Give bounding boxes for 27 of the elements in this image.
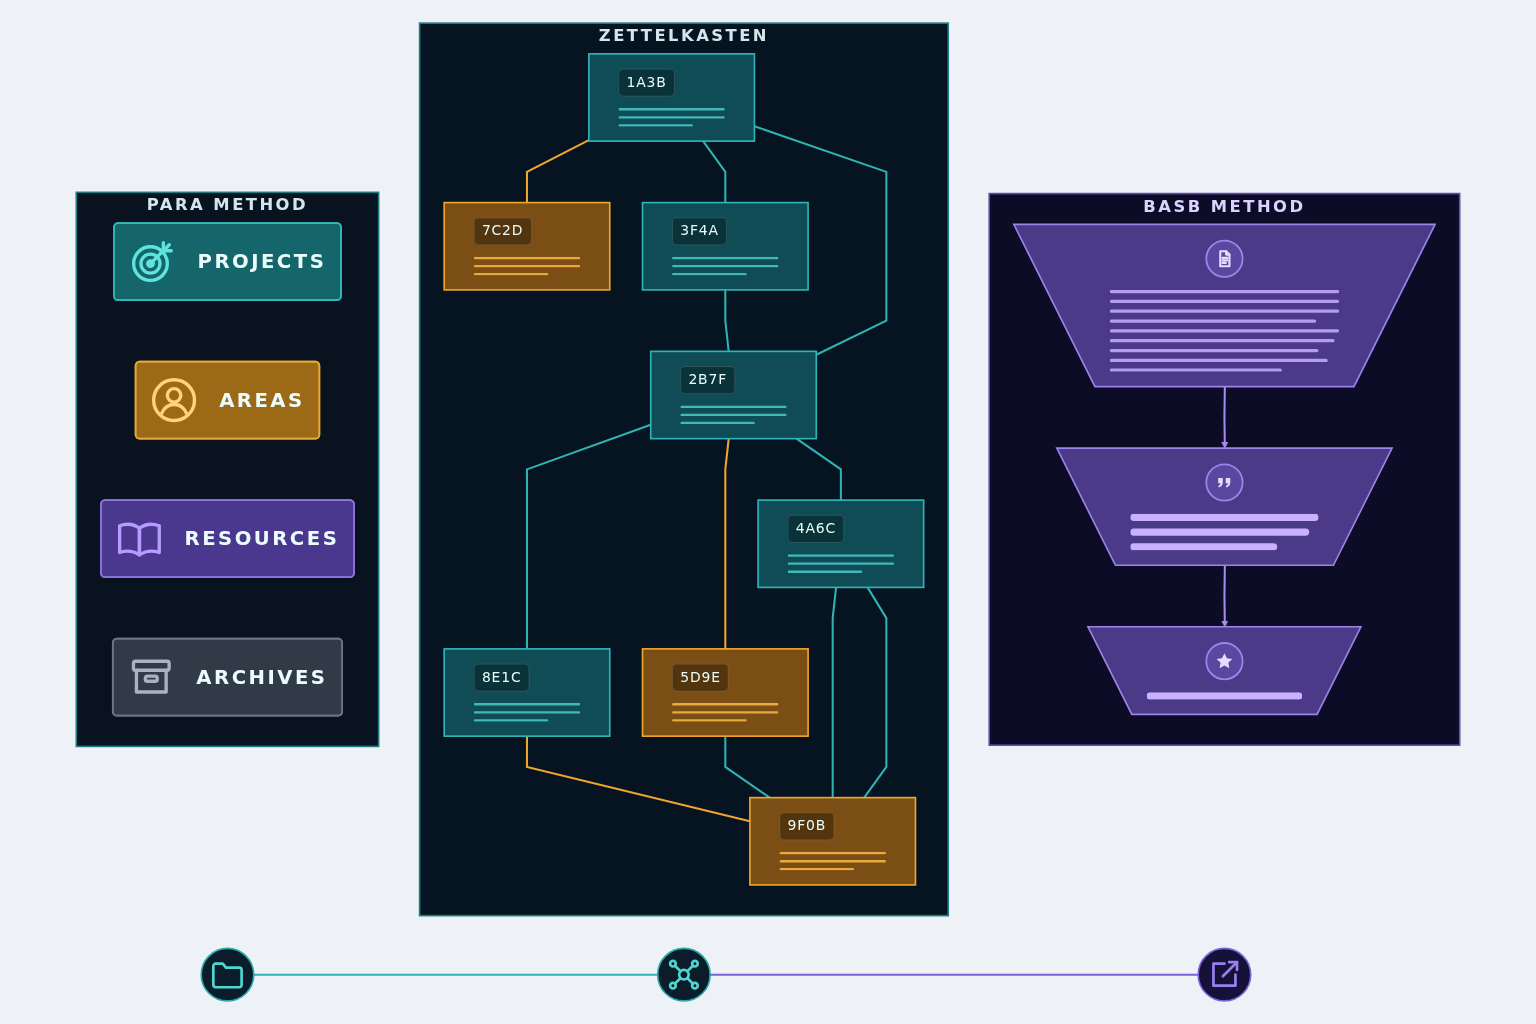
node-box: 1A3B <box>588 53 756 142</box>
node-trapezoid <box>1086 625 1363 716</box>
node-box: 5D9E <box>641 648 809 737</box>
connector <box>754 125 888 356</box>
connector <box>724 289 730 352</box>
connector <box>724 438 730 649</box>
node-circle <box>200 947 255 1002</box>
node-box: 9F0B <box>749 796 917 886</box>
node-box: 7C2D <box>443 201 611 291</box>
node-box: 2B7F <box>649 350 818 440</box>
node-box: 8E1C <box>443 648 611 737</box>
node-box: 4A6C <box>757 499 925 589</box>
node-trapezoid <box>1055 447 1394 567</box>
node-circle <box>656 947 711 1002</box>
connector <box>253 973 658 976</box>
arrow <box>1221 387 1229 449</box>
node-box: 3F4A <box>641 201 809 291</box>
node-circle <box>1197 947 1252 1002</box>
connector <box>795 437 842 501</box>
connector <box>724 736 771 799</box>
connector <box>710 973 1199 976</box>
node-trapezoid <box>1012 223 1437 388</box>
connector <box>831 587 838 798</box>
connector <box>525 139 590 203</box>
cluster: BASB METHOD <box>988 192 1461 746</box>
connector <box>702 140 727 203</box>
connector <box>863 586 888 799</box>
